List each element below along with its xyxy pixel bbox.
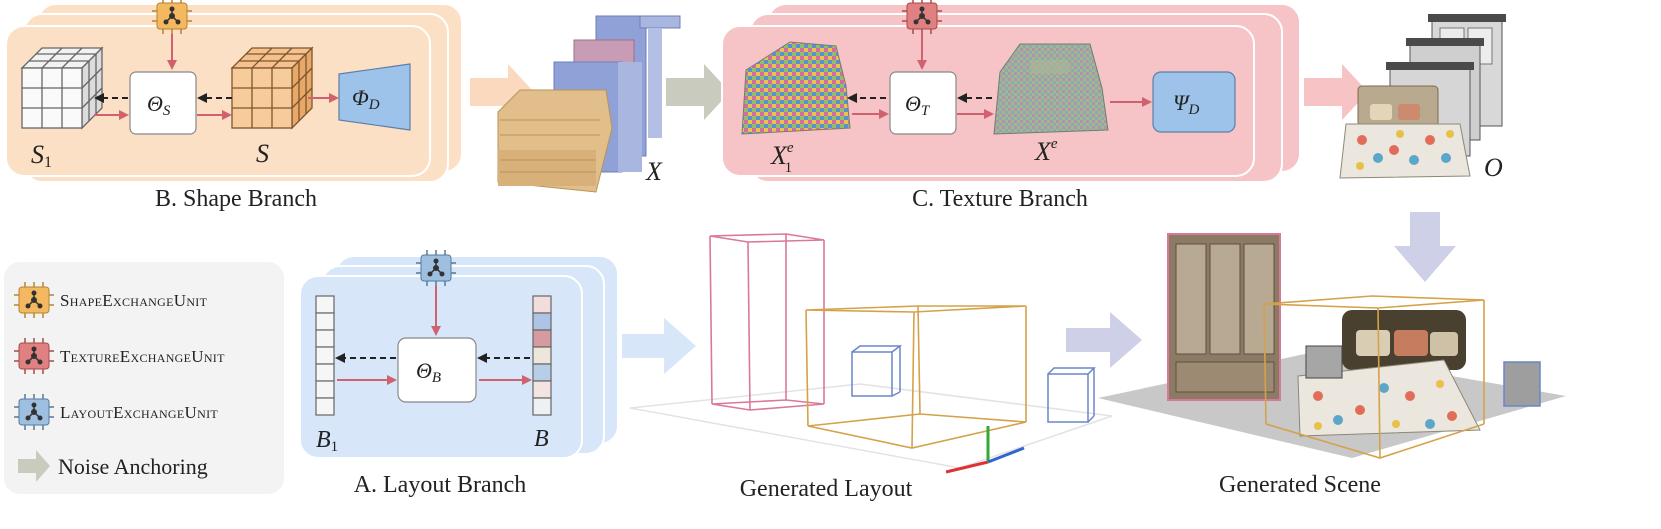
texture-output-label: X — [1034, 137, 1052, 166]
nightstand-right-icon — [1503, 361, 1541, 407]
layout-denoiser-subscript: B — [432, 370, 441, 386]
generated-layout-caption: Generated Layout — [740, 476, 913, 502]
texture-input-label: X — [770, 141, 788, 170]
shape-branch: ΘS ΦD S1 S B. Shape Branch — [5, 0, 463, 212]
shape-clean-cube-icon — [230, 46, 314, 130]
texture-input-subscript: 1 — [785, 160, 793, 176]
texture-output-superscript: e — [1051, 136, 1058, 152]
layout-input-subscript: 1 — [331, 439, 339, 455]
texture-denoiser-subscript: T — [921, 103, 931, 119]
legend-texture-exchange-unit-label: TextureExchangeUnit — [60, 347, 225, 366]
layout-noisy-vector-icon — [315, 295, 335, 416]
layout-branch: ΘB B1 B A. Layout Branch — [299, 249, 619, 498]
coordinate-axes-icon — [945, 426, 1025, 474]
legend-texture-exchange-unit-icon — [13, 337, 55, 375]
layout-clean-vector-icon — [532, 295, 552, 416]
svg-text:ΘT: ΘT — [905, 91, 931, 119]
shape-denoiser-subscript: S — [163, 103, 171, 119]
voxel-furniture-icon — [497, 15, 681, 193]
generated-layout-view — [629, 233, 1113, 474]
wardrobe-icon — [1167, 233, 1281, 401]
object-label: O — [1484, 153, 1503, 182]
layout-exchange-unit-icon — [415, 249, 457, 287]
denoised-texture-bed-icon — [993, 43, 1109, 135]
svg-text:ΦD: ΦD — [352, 85, 380, 113]
svg-text:ΘS: ΘS — [147, 91, 171, 119]
textured-objects-icon — [1339, 14, 1506, 179]
texture-input-superscript: e — [787, 140, 794, 156]
noise-anchoring-arrow-icon — [666, 64, 730, 120]
layout-input-label: B — [316, 427, 331, 453]
layout-denoiser-symbol: Θ — [416, 358, 432, 383]
shape-input-subscript: 1 — [44, 154, 52, 171]
legend-layout-exchange-unit-label: LayoutExchangeUnit — [60, 403, 218, 422]
legend-noise-anchoring-label: Noise Anchoring — [58, 454, 208, 479]
scene-bed-icon — [1297, 310, 1481, 437]
svg-text:ΨD: ΨD — [1173, 90, 1199, 118]
generated-scene-view — [1098, 233, 1566, 459]
shape-decoder-block — [338, 63, 411, 131]
texture-to-object-arrow-icon — [1304, 64, 1368, 120]
legend-layout-exchange-unit-icon — [13, 393, 55, 431]
legend: ShapeExchangeUnit TextureExchangeUnit La… — [4, 262, 284, 494]
layout-to-generated-arrow-icon — [622, 318, 696, 374]
shape-decoder-symbol: Φ — [352, 85, 369, 110]
texture-decoder-subscript: D — [1187, 102, 1199, 118]
legend-shape-exchange-unit-icon — [13, 281, 55, 319]
texture-branch: ΘT ΨD Xe 1 Xe C. Texture Branch — [721, 0, 1301, 212]
shape-decoder-subscript: D — [368, 97, 380, 113]
noisy-texture-bed-icon — [741, 41, 851, 135]
texture-denoiser-symbol: Θ — [905, 91, 921, 116]
shape-noisy-cube-icon — [20, 46, 104, 130]
svg-text:Xe: Xe — [1034, 136, 1058, 166]
layout-output-label: B — [534, 426, 549, 452]
texture-decoder-symbol: Ψ — [1173, 90, 1191, 115]
legend-shape-exchange-unit-label: ShapeExchangeUnit — [60, 291, 208, 310]
svg-text:Xe1: Xe 1 — [770, 140, 794, 176]
objects-to-scene-arrow-icon — [1394, 212, 1456, 282]
texture-decoder-block — [1152, 71, 1236, 133]
svg-text:B1: B1 — [316, 427, 338, 455]
svg-text:S1: S1 — [31, 140, 52, 171]
generated-scene-caption: Generated Scene — [1219, 472, 1381, 498]
svg-text:ΘB: ΘB — [416, 358, 441, 386]
legend-noise-anchoring-arrow-icon — [18, 450, 50, 482]
voxel-label: X — [645, 157, 663, 186]
texture-exchange-unit-icon — [901, 0, 943, 35]
shape-input-label: S — [31, 140, 44, 169]
nightstand-left-icon — [1305, 345, 1343, 379]
shape-denoiser-symbol: Θ — [147, 91, 163, 116]
shape-exchange-unit-icon — [151, 0, 193, 35]
shape-branch-caption: B. Shape Branch — [155, 186, 317, 212]
layout-branch-caption: A. Layout Branch — [354, 472, 527, 498]
texture-branch-caption: C. Texture Branch — [912, 186, 1088, 212]
shape-output-label: S — [256, 139, 269, 168]
layout-to-scene-arrow-icon — [1066, 312, 1142, 368]
